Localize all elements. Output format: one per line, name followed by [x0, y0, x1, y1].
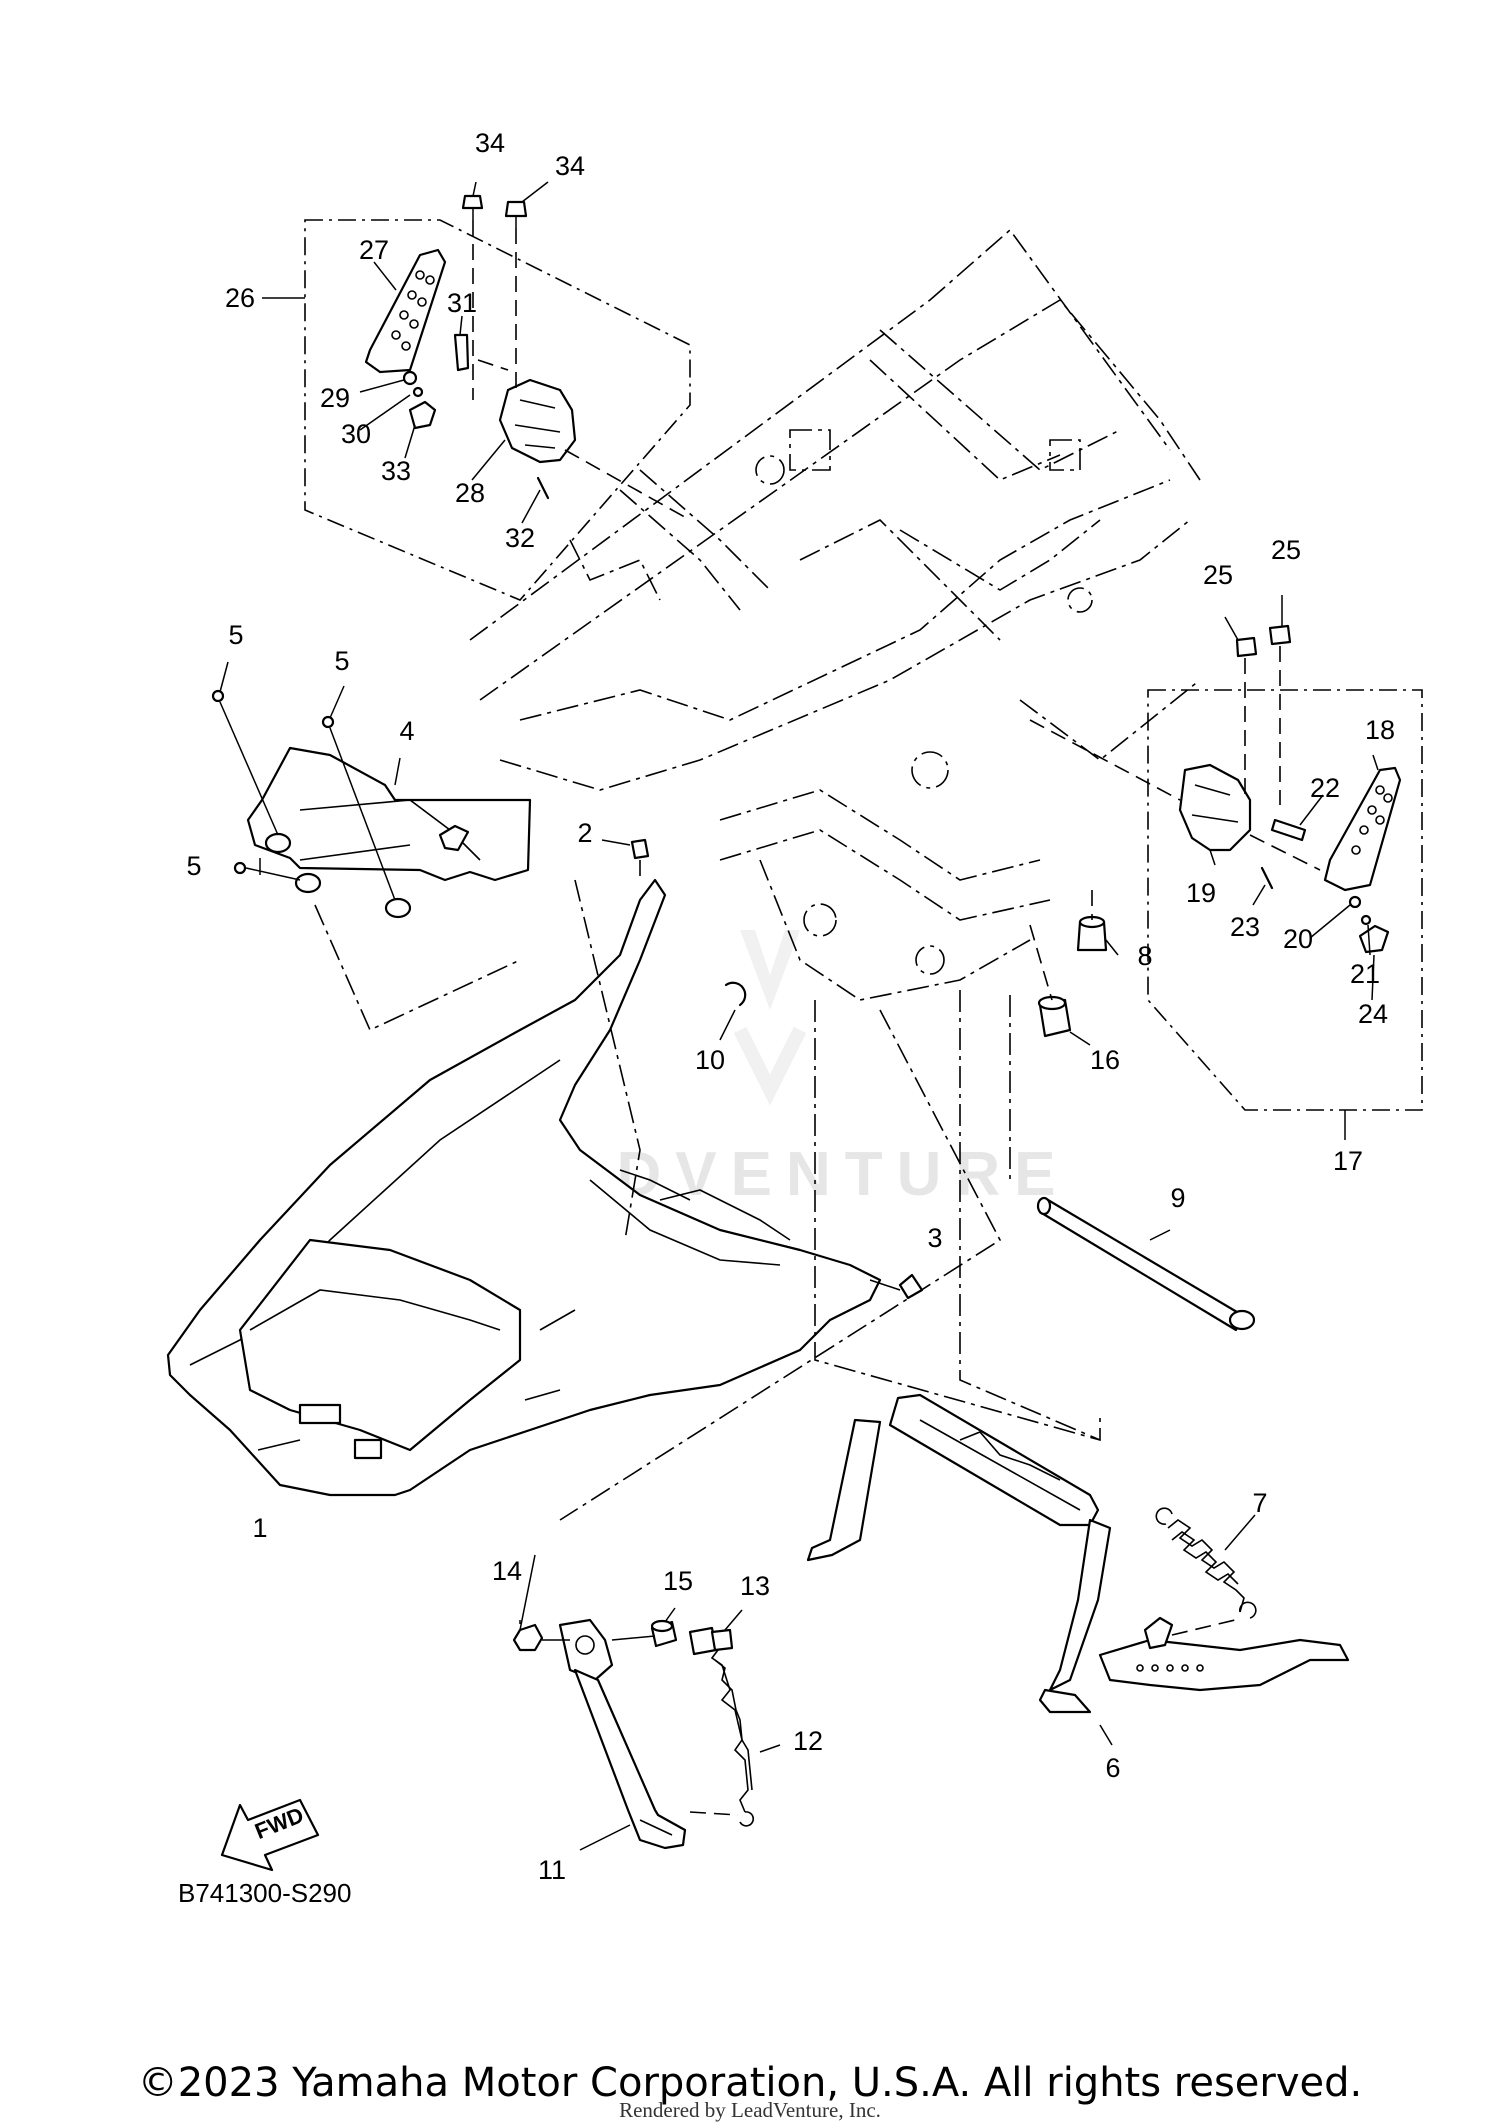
part-20-washer: [1348, 895, 1362, 909]
label-25: 25: [1203, 560, 1233, 590]
rendered-by-notice: Rendered by LeadVenture, Inc.: [619, 2098, 881, 2122]
assembly-frame-26: [304, 219, 691, 601]
part-34-bolt: [461, 194, 484, 400]
label-1: 1: [252, 1513, 267, 1543]
part-labels: 1 2 3 4 5 5 5 6 7 8 9 10 11 12 13 14 15 …: [186, 128, 1395, 1885]
part-34-bolt: [504, 200, 528, 390]
label-33: 33: [381, 456, 411, 486]
part-31-pin: [453, 333, 470, 372]
part-18-footrest-right: [1323, 766, 1402, 892]
label-5: 5: [228, 620, 243, 650]
label-31: 31: [447, 288, 477, 318]
part-2-clip: [630, 838, 650, 880]
label-21: 21: [1350, 959, 1380, 989]
fwd-arrow-icon: FWD: [220, 1798, 320, 1872]
label-2: 2: [577, 818, 592, 848]
label-26: 26: [225, 283, 255, 313]
part-8-rubber-damper: [1076, 915, 1108, 952]
label-9: 9: [1170, 1183, 1185, 1213]
label-17: 17: [1333, 1146, 1363, 1176]
label-6: 6: [1105, 1753, 1120, 1783]
part-5-screw: [321, 715, 396, 901]
label-10: 10: [695, 1045, 725, 1075]
cover-tab: [438, 824, 470, 852]
label-7: 7: [1252, 1488, 1267, 1518]
label-34: 34: [475, 128, 505, 158]
part-24-spring-washer: [1358, 924, 1390, 954]
label-15: 15: [663, 1566, 693, 1596]
label-24: 24: [1358, 999, 1388, 1029]
label-25b: 25: [1271, 535, 1301, 565]
label-32: 32: [505, 523, 535, 553]
part-25-bolt: [1268, 624, 1292, 805]
exploded-parts-diagram: LEADVENTURE: [166, 128, 1423, 1885]
frame-outline: [469, 228, 1201, 1001]
part-16-rubber-damper: [1037, 995, 1072, 1038]
part-1-footboard: [166, 878, 882, 1497]
part-9-pivot-shaft: [1036, 1196, 1256, 1332]
label-14: 14: [492, 1556, 522, 1586]
label-23: 23: [1230, 912, 1260, 942]
part-23-cotter-pin: [1260, 866, 1274, 890]
label-22: 22: [1310, 773, 1340, 803]
part-12-spring: [689, 1635, 755, 1827]
part-29-washer: [402, 370, 418, 386]
watermark-logo: [733, 930, 807, 1106]
label-16: 16: [1090, 1045, 1120, 1075]
copyright-notice: ©2023 Yamaha Motor Corporation, U.S.A. A…: [137, 2060, 1363, 2106]
assembly-frame-17: [1147, 689, 1423, 1111]
part-32-cotter-pin: [536, 476, 550, 500]
part-33-spring-washer: [408, 400, 437, 430]
part-7-spring: [1155, 1507, 1257, 1619]
label-18: 18: [1365, 715, 1395, 745]
label-11: 11: [538, 1855, 566, 1885]
part-14-nut: [512, 1620, 544, 1652]
label-27: 27: [359, 235, 389, 265]
part-11-side-stand: [558, 1618, 687, 1850]
part-28-footrest-bracket: [498, 378, 577, 464]
part-5-screw: [211, 689, 279, 836]
part-30-washer: [412, 386, 424, 398]
label-5b: 5: [334, 646, 349, 676]
part-6-main-stand: [806, 1393, 1350, 1714]
part-15-collar: [650, 1619, 678, 1648]
label-4: 4: [399, 716, 414, 746]
label-30: 30: [341, 419, 371, 449]
label-19: 19: [1186, 878, 1216, 908]
label-20: 20: [1283, 924, 1313, 954]
label-3: 3: [927, 1223, 942, 1253]
part-5-screw: [233, 861, 301, 881]
label-12: 12: [793, 1726, 823, 1756]
part-27-footrest-left: [364, 248, 447, 374]
label-29: 29: [320, 383, 350, 413]
part-21-washer: [1360, 914, 1372, 926]
label-8: 8: [1137, 941, 1152, 971]
part-13-bolt: [688, 1626, 734, 1656]
part-10-circlip: [724, 981, 747, 1007]
label-34b: 34: [555, 151, 585, 181]
label-5c: 5: [186, 851, 201, 881]
part-25-bolt: [1235, 636, 1258, 800]
part-19-footrest-bracket: [1178, 763, 1252, 852]
label-13: 13: [740, 1571, 770, 1601]
drawing-code: B741300-S290: [178, 1878, 352, 1908]
part-4-grommets: [264, 832, 412, 919]
part-22-pin: [1270, 818, 1307, 842]
label-28: 28: [455, 478, 485, 508]
part-4-cover: [246, 746, 532, 882]
